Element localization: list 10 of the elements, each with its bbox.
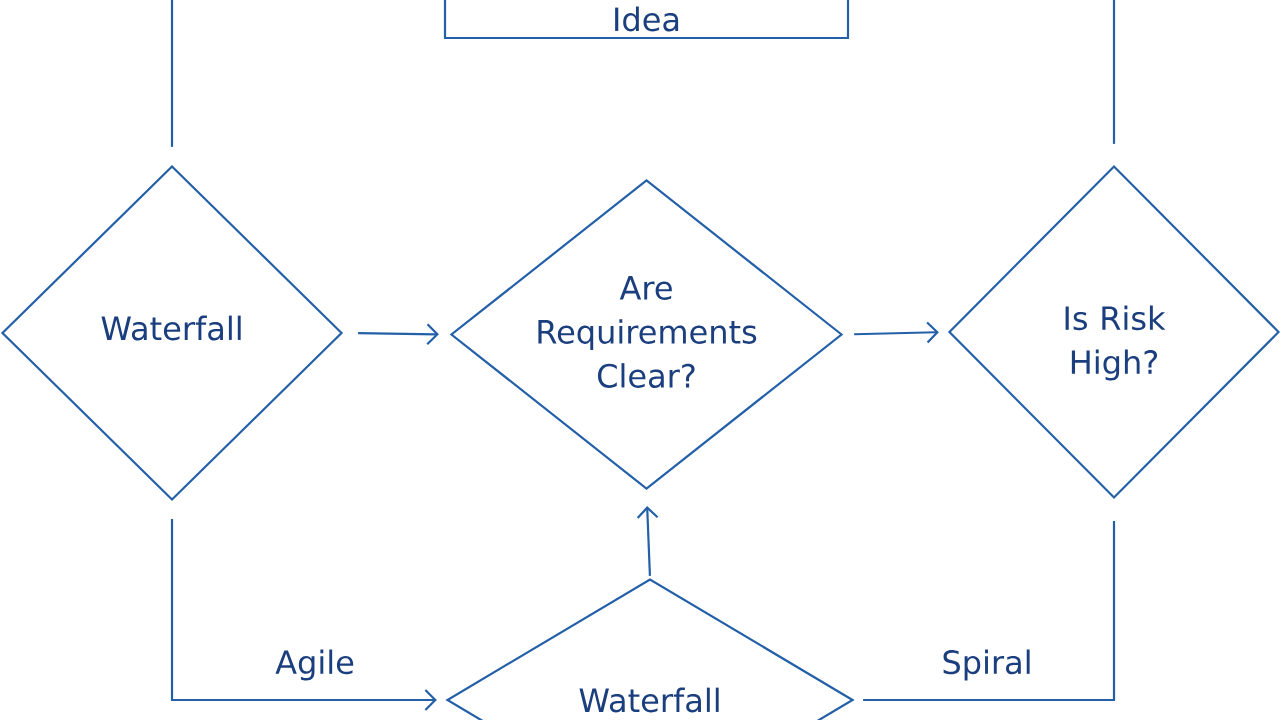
process-box: Idea xyxy=(443,0,850,40)
edge-label: Spiral xyxy=(939,647,1035,683)
arrow xyxy=(170,519,437,711)
arrow xyxy=(854,321,939,344)
connector-line xyxy=(863,521,1116,702)
edge-label: Agile xyxy=(273,647,357,683)
connector-line xyxy=(170,0,174,147)
arrow xyxy=(636,506,659,576)
arrow xyxy=(358,323,439,345)
connector-line xyxy=(1112,0,1116,144)
